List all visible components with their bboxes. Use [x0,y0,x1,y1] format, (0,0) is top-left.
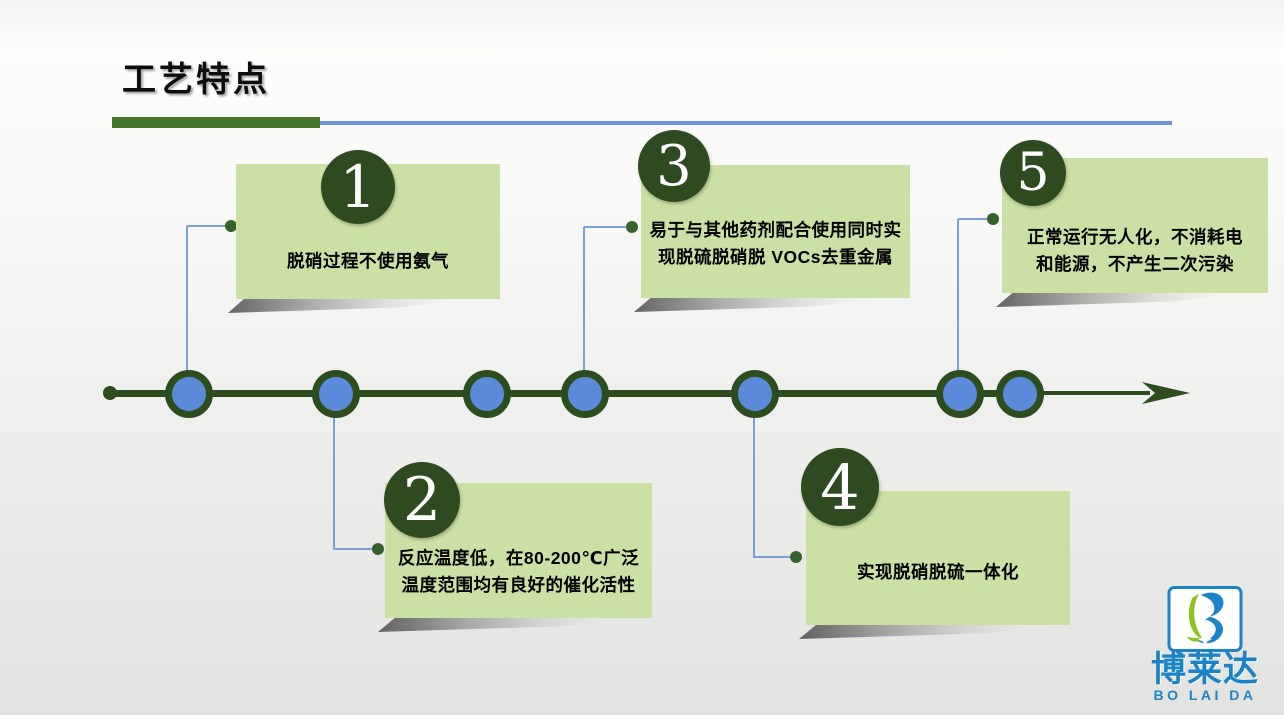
connector-line-4 [754,556,796,558]
box-shadow-swoosh [799,624,1059,639]
connector-line-2 [333,416,335,550]
feature-number-5: 5 [1000,140,1066,206]
feature-number-1: 1 [321,150,395,224]
connector-dot-3 [626,221,638,233]
box-shadow-swoosh [228,298,470,313]
connector-line-3 [584,226,632,228]
timeline-node [312,370,360,418]
feature-text: 反应温度低，在80-200℃广泛 温度范围均有良好的催化活性 [397,548,640,595]
title-underline-bar [112,117,320,128]
box-shadow-swoosh [634,297,886,312]
logo-name-cn: 博莱达 [1150,650,1259,689]
box-shadow-swoosh [378,617,633,632]
feature-number-2: 2 [384,462,460,538]
timeline-node [996,370,1044,418]
feature-text: 易于与其他药剂配合使用同时实 现脱硫脱硝脱 VOCs去重金属 [649,220,902,267]
connector-line-3 [583,227,585,372]
timeline-node [561,370,609,418]
company-logo: 博莱达 BO LAI DA [1140,586,1270,703]
connector-dot-4 [790,551,802,563]
connector-line-1 [186,226,188,371]
connector-dot-5 [987,213,999,225]
arrow-right-icon [1142,382,1190,404]
title-underline-rule [320,121,1172,125]
feature-text: 正常运行无人化，不消耗电 和能源，不产生二次污染 [1027,227,1243,274]
connector-line-2 [334,548,378,550]
timeline-node [731,370,779,418]
timeline-node [463,370,511,418]
logo-name-en: BO LAI DA [1153,687,1257,703]
connector-line-5 [957,219,959,372]
feature-number-3: 3 [638,130,710,202]
connector-line-5 [958,218,994,220]
feature-text: 实现脱硝脱硫一体化 [857,562,1019,582]
box-shadow-swoosh [996,292,1246,307]
timeline-node [936,370,984,418]
connector-dot-1 [225,220,237,232]
feature-number-4: 4 [801,448,879,526]
feature-text: 脱硝过程不使用氨气 [287,251,449,271]
logo-icon [1167,586,1243,652]
connector-dot-2 [372,543,384,555]
connector-line-4 [753,416,755,558]
page-title: 工艺特点 [122,61,270,99]
timeline-line-thin [1022,391,1150,395]
timeline-node [165,370,213,418]
connector-line-1 [187,225,231,227]
